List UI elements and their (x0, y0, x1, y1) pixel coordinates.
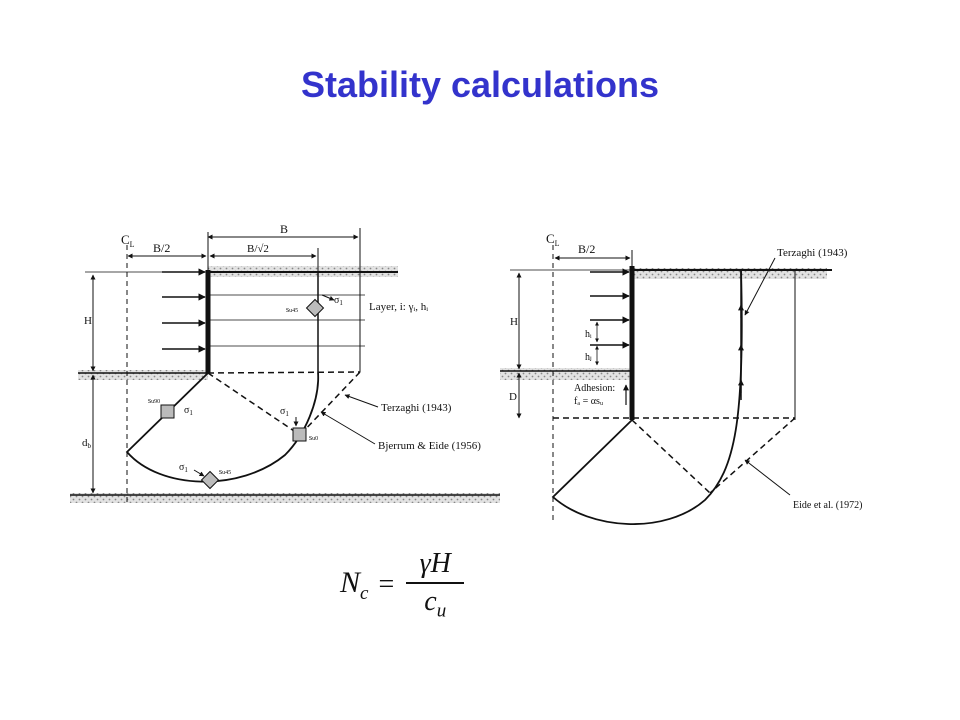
left-centerline-label: CL (121, 232, 135, 249)
right-height-label: H (510, 316, 518, 328)
formula-equals: = (378, 569, 395, 600)
right-ground-hatch (632, 268, 827, 279)
left-failure-surface (125, 371, 320, 483)
stability-number-formula: Nc = γH cu (340, 545, 465, 625)
hi-label: hᵢ (585, 329, 592, 340)
right-half-width-label: B/2 (578, 242, 595, 256)
right-centerline-label: CL (546, 231, 560, 248)
sigma1-right-label: σ1 (280, 406, 289, 418)
fraction-bar (406, 581, 465, 584)
formula-denominator: cu (424, 585, 447, 622)
left-base-hatch (78, 370, 208, 380)
formula-lhs: Nc (340, 565, 369, 604)
right-depth-label: D (509, 391, 517, 403)
layer-label: Layer, i: γᵢ, hᵢ (369, 301, 428, 313)
right-base-hatch (500, 368, 632, 380)
left-firm-bottom-hatch (70, 493, 500, 503)
adhesion-formula: fₐ = αsᵤ (574, 396, 604, 407)
su90-label: su90 (148, 396, 160, 405)
left-depth-label: db (82, 437, 92, 450)
slide-title: Stability calculations (300, 64, 660, 105)
left-terzaghi-label: Terzaghi (1943) (381, 402, 452, 414)
sigma1-left-label: σ1 (184, 405, 193, 417)
right-excavation-diagram (500, 245, 832, 525)
hj-label: hⱼ (585, 352, 592, 363)
adhesion-label: Adhesion: (574, 383, 615, 394)
sigma1-bottom-label: σ1 (179, 462, 188, 474)
formula-fraction: γH cu (406, 547, 465, 623)
sigma1-top-label: σ1 (334, 295, 343, 307)
su45-bottom-label: su45 (219, 467, 231, 476)
eide-label: Eide et al. (1972) (793, 500, 862, 511)
su45-top-label: su45 (286, 305, 298, 314)
left-width-label: B (280, 222, 288, 236)
right-terzaghi-label: Terzaghi (1943) (777, 247, 848, 259)
formula-numerator: γH (419, 547, 451, 579)
left-width-root-label: B/√2 (247, 243, 269, 255)
su0-label: su0 (309, 433, 318, 442)
left-excavation-diagram (70, 228, 500, 505)
left-half-width-label: B/2 (153, 241, 170, 255)
right-failure-surface (551, 269, 743, 525)
bjerrum-label: Bjerrum & Eide (1956) (378, 440, 481, 452)
left-height-label: H (84, 315, 92, 327)
